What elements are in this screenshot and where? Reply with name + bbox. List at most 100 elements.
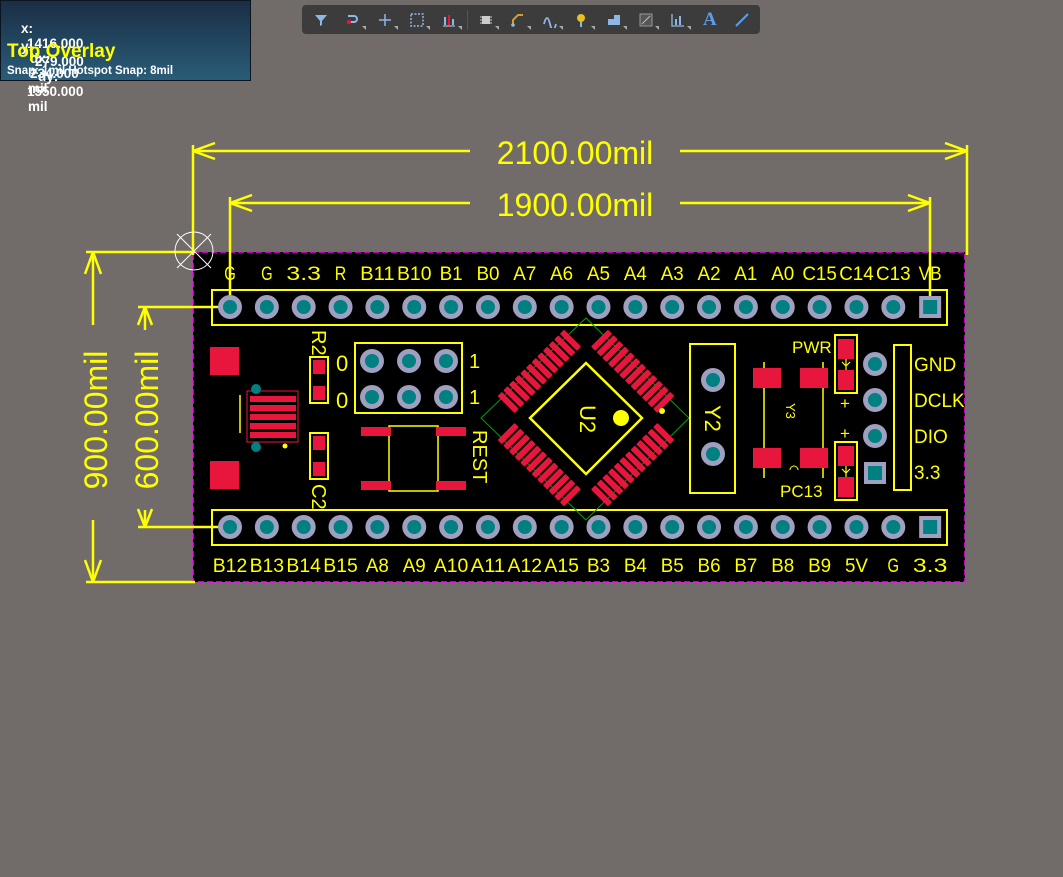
top-pin-label: A3 bbox=[661, 264, 684, 285]
resistor-r2[interactable] bbox=[309, 356, 329, 404]
boot-label-1-top: 1 bbox=[469, 351, 480, 373]
interactive-routing-button[interactable] bbox=[339, 8, 367, 32]
active-bar-toolbar: A bbox=[302, 5, 760, 34]
mcu-pin-pad bbox=[531, 457, 553, 478]
mcu-u2[interactable] bbox=[480, 317, 690, 521]
place-line-button[interactable] bbox=[371, 8, 399, 32]
mcu-pin-pad bbox=[548, 474, 570, 495]
polygon-icon bbox=[639, 13, 653, 26]
pin-hole bbox=[407, 300, 422, 314]
via-button[interactable] bbox=[568, 8, 596, 32]
pin-hole bbox=[223, 300, 237, 314]
dy-label: dy: bbox=[38, 69, 59, 84]
pin-hole bbox=[444, 300, 459, 314]
led-pwr[interactable] bbox=[834, 334, 858, 394]
boot-label-0-top: 0 bbox=[336, 351, 348, 376]
top-pin-label: B1 bbox=[440, 264, 463, 285]
mcu-pin-pad bbox=[613, 352, 635, 374]
swd-header[interactable] bbox=[863, 344, 912, 491]
pin-hole bbox=[407, 520, 422, 534]
usb-connector[interactable] bbox=[210, 347, 299, 489]
pin-hole bbox=[923, 300, 938, 314]
pc13-label: PC13 bbox=[780, 482, 823, 501]
mcu-pin-pad bbox=[608, 468, 629, 490]
dimension-width-outer[interactable] bbox=[191, 141, 969, 255]
boot-jumper-header[interactable] bbox=[354, 342, 463, 414]
line-button[interactable] bbox=[728, 8, 756, 32]
top-pin-label: 3.3 bbox=[286, 264, 321, 285]
pin-hole bbox=[886, 300, 901, 314]
select-area-button[interactable] bbox=[403, 8, 431, 32]
swd-pin-label: DIO bbox=[914, 427, 948, 448]
top-pin-label: A1 bbox=[734, 264, 757, 285]
y3-label: Y3 bbox=[783, 403, 798, 419]
dimension-width-outer-label: 2100.00mil bbox=[497, 135, 654, 171]
y-value: 279.000 bbox=[35, 54, 84, 69]
capacitor-c2[interactable] bbox=[309, 432, 329, 480]
polygon-button[interactable] bbox=[632, 8, 660, 32]
mcu-pin-pad bbox=[642, 434, 663, 456]
bottom-pin-label: B9 bbox=[808, 556, 831, 577]
mcu-pin-pad bbox=[520, 445, 542, 467]
mcu-pin-pad bbox=[514, 375, 536, 396]
filter-button[interactable] bbox=[307, 8, 335, 32]
dimension-height-inner[interactable] bbox=[136, 305, 232, 529]
bottom-pin-label: A10 bbox=[434, 556, 469, 577]
bottom-pin-row bbox=[218, 515, 942, 539]
route-button[interactable] bbox=[504, 8, 532, 32]
bottom-pin-label: 3.3 bbox=[913, 556, 948, 577]
mcu-pin-pad bbox=[653, 423, 674, 444]
origin-marker-icon bbox=[174, 231, 214, 271]
component-button[interactable] bbox=[472, 8, 500, 32]
select-area-icon bbox=[410, 12, 424, 27]
top-pin-label: B10 bbox=[397, 264, 432, 285]
crystal-y3[interactable] bbox=[753, 362, 828, 478]
diff-pair-button[interactable] bbox=[536, 8, 564, 32]
pin-hole bbox=[370, 520, 385, 534]
pin-hole bbox=[702, 520, 717, 534]
mcu-pin-pad bbox=[503, 429, 525, 450]
align-icon bbox=[442, 14, 455, 26]
pin-hole bbox=[296, 520, 311, 534]
fill-button[interactable] bbox=[600, 8, 628, 32]
top-pin-label: B11 bbox=[360, 264, 395, 285]
pin-hole bbox=[738, 300, 753, 314]
align-button[interactable] bbox=[435, 8, 463, 32]
toolbar-separator bbox=[467, 9, 468, 30]
dimension-width-inner[interactable] bbox=[228, 193, 932, 305]
pin-hole bbox=[370, 300, 385, 314]
bottom-pin-label: B6 bbox=[698, 556, 721, 577]
c2-label: C2 bbox=[307, 484, 329, 510]
dx-value: 234.000 bbox=[30, 66, 79, 81]
crystal-y2[interactable] bbox=[689, 343, 736, 494]
mcu-pin-pad bbox=[608, 346, 629, 368]
bottom-pin-label: G bbox=[888, 556, 900, 577]
top-pin-label: C15 bbox=[802, 264, 837, 285]
pin-hole bbox=[259, 300, 274, 314]
mcu-pin-pad bbox=[509, 434, 530, 456]
mcu-pin-pad bbox=[560, 330, 581, 351]
top-pin-label: A5 bbox=[587, 264, 610, 285]
dimension-height-outer[interactable] bbox=[83, 250, 195, 584]
mcu-pin-pad bbox=[537, 462, 559, 484]
led-pc13[interactable] bbox=[834, 441, 858, 501]
bottom-pin-label: A15 bbox=[544, 556, 579, 577]
pin-hole bbox=[812, 300, 827, 314]
mcu-pin-pad bbox=[514, 440, 536, 461]
bottom-pin-label: B8 bbox=[771, 556, 794, 577]
pin-hole bbox=[738, 520, 753, 534]
chart-button[interactable] bbox=[664, 8, 692, 32]
mcu-pin-pad bbox=[503, 386, 525, 407]
pin-hole bbox=[517, 520, 532, 534]
pin-hole bbox=[591, 300, 606, 314]
pin-hole bbox=[775, 520, 790, 534]
text-button[interactable]: A bbox=[696, 8, 724, 32]
crosshair-icon bbox=[378, 13, 391, 26]
bottom-pin-label: B15 bbox=[323, 556, 358, 577]
bottom-pin-label: B12 bbox=[213, 556, 248, 577]
reset-button[interactable] bbox=[361, 425, 466, 492]
top-pin-label: B0 bbox=[476, 264, 499, 285]
pin-hole bbox=[554, 520, 569, 534]
mcu-pin-pad bbox=[653, 392, 674, 413]
